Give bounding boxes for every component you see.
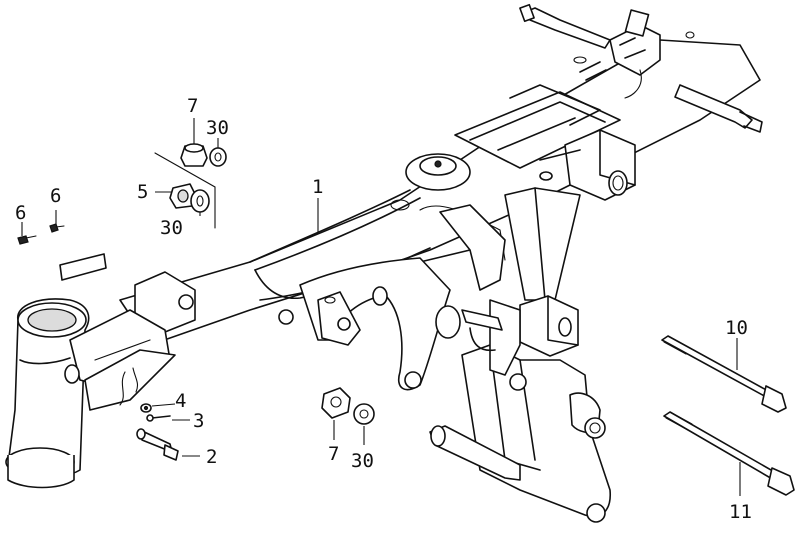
nut-5 — [169, 183, 197, 209]
rear-bracket — [539, 129, 636, 201]
callout-30-middle: 30 — [160, 217, 183, 239]
callout-3: 3 — [193, 410, 204, 432]
rear-axle-shafts — [519, 3, 763, 133]
bolt-11 — [663, 411, 795, 496]
bolt-10 — [661, 335, 787, 413]
pin-2 — [136, 428, 179, 461]
screw-6-left — [17, 235, 37, 245]
washer-30-upper — [209, 147, 227, 167]
leader-lines — [21, 118, 741, 496]
group-bracket-line — [154, 152, 216, 229]
callout-7-lower: 7 — [328, 443, 339, 465]
callout-30-upper: 30 — [206, 117, 229, 139]
callout-10: 10 — [725, 317, 748, 339]
steering-head — [5, 298, 176, 489]
callout-4: 4 — [175, 390, 186, 412]
washer-30-lower — [353, 403, 375, 425]
washer-30-middle — [190, 189, 210, 213]
main-frame — [119, 31, 761, 346]
lower-side-plate — [278, 257, 461, 391]
screw-3 — [146, 414, 171, 422]
nut-7-lower — [321, 387, 351, 419]
nameplate — [59, 253, 107, 281]
nut-7-upper — [180, 143, 208, 167]
callout-1: 1 — [312, 176, 323, 198]
callout-7-upper: 7 — [187, 95, 198, 117]
callout-labels: 1 2 3 4 5 6 6 7 7 30 30 30 10 11 — [15, 95, 752, 523]
callout-5: 5 — [137, 181, 148, 203]
callout-6-right: 6 — [50, 185, 61, 207]
swing-bracket — [429, 295, 611, 523]
screw-6-right — [49, 223, 65, 233]
callout-2: 2 — [206, 446, 217, 468]
callout-30-lower: 30 — [351, 450, 374, 472]
washer-4 — [140, 403, 152, 413]
down-strut — [419, 187, 581, 301]
callout-6-left: 6 — [15, 202, 26, 224]
callout-11: 11 — [729, 501, 752, 523]
